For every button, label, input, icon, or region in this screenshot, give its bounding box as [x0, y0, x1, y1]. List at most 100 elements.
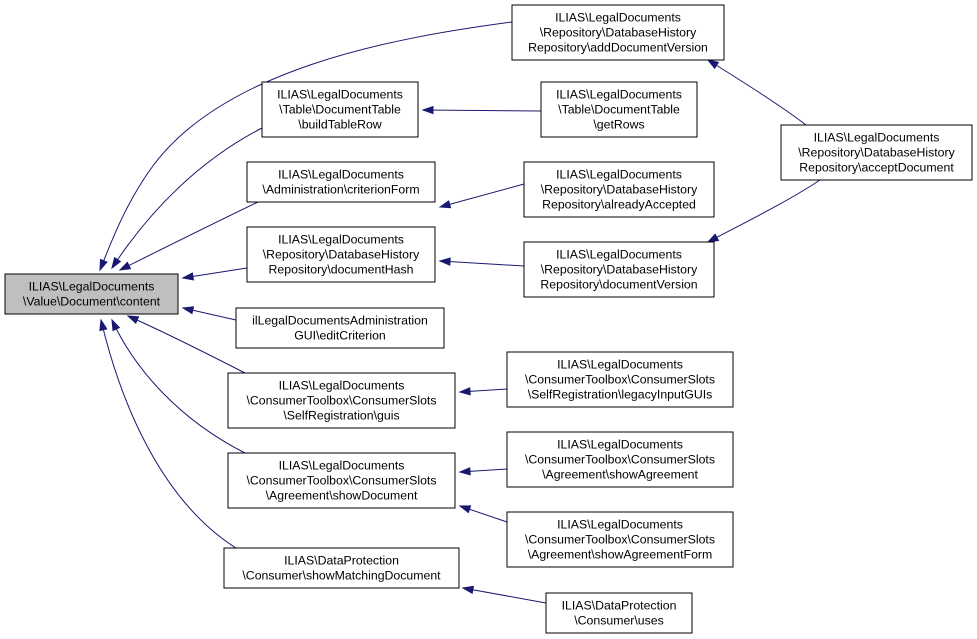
edges-layer: [99, 21, 821, 604]
node-label-line: Repository\documentVersion: [540, 278, 697, 292]
edge-criterionForm-to-content: [118, 201, 259, 271]
arrowhead-icon: [99, 318, 108, 332]
edge-acceptDocument-to-addDocumentVersion: [706, 59, 807, 126]
node-label-line: \Table\DocumentTable: [279, 103, 401, 117]
node-label-line: GUI\editCriterion: [294, 329, 386, 343]
node-criterionForm[interactable]: ILIAS\LegalDocuments\Administration\crit…: [246, 161, 436, 203]
node-content[interactable]: ILIAS\LegalDocuments\Value\Document\cont…: [4, 273, 179, 315]
node-label-line: \Consumer\uses: [574, 614, 664, 628]
edge-line: [111, 319, 246, 454]
node-addDocumentVersion[interactable]: ILIAS\LegalDocuments\Repository\Database…: [511, 4, 725, 61]
node-label-line: \Agreement\showAgreementForm: [528, 548, 713, 562]
node-box: [506, 431, 734, 488]
node-documentVersion[interactable]: ILIAS\LegalDocuments\Repository\Database…: [523, 241, 715, 298]
node-showDocument[interactable]: ILIAS\LegalDocuments\ConsumerToolbox\Con…: [227, 452, 456, 509]
node-box: [223, 547, 460, 589]
node-label-line: \ConsumerToolbox\ConsumerSlots: [525, 453, 715, 467]
arrowhead-icon: [111, 256, 122, 270]
node-label-line: Repository\documentHash: [269, 263, 414, 277]
edge-legacyInputGUIs-to-guis: [458, 387, 508, 396]
node-acceptDocument[interactable]: ILIAS\LegalDocuments\Repository\Database…: [780, 124, 973, 181]
node-label-line: Repository\acceptDocument: [799, 161, 954, 175]
node-label-line: \Repository\DatabaseHistory: [541, 183, 698, 197]
edge-showDocument-to-content: [111, 318, 246, 454]
node-label-line: ilLegalDocumentsAdministration: [252, 314, 428, 328]
node-guis[interactable]: ILIAS\LegalDocuments\ConsumerToolbox\Con…: [227, 372, 456, 429]
node-label-line: \buildTableRow: [298, 118, 382, 132]
node-editCriterion[interactable]: ilLegalDocumentsAdministrationGUI\editCr…: [235, 307, 445, 349]
edge-documentHash-to-content: [181, 267, 248, 281]
arrowhead-icon: [111, 318, 121, 332]
edge-editCriterion-to-content: [181, 306, 237, 321]
arrowhead-icon: [461, 585, 475, 595]
node-legacyInputGUIs[interactable]: ILIAS\LegalDocuments\ConsumerToolbox\Con…: [506, 351, 734, 408]
arrowhead-icon: [706, 233, 720, 243]
edge-line: [707, 179, 821, 243]
node-box: [246, 161, 436, 203]
node-box: [540, 81, 698, 138]
node-box: [235, 307, 445, 349]
node-label-line: \Agreement\showAgreement: [542, 468, 698, 482]
node-box: [227, 452, 456, 509]
arrowhead-icon: [458, 387, 471, 396]
node-box: [523, 241, 715, 298]
node-showMatchingDocument[interactable]: ILIAS\DataProtection\Consumer\showMatchi…: [223, 547, 460, 589]
arrowhead-icon: [458, 467, 471, 476]
node-label-line: Repository\alreadyAccepted: [542, 198, 696, 212]
node-label-line: \Table\DocumentTable: [558, 103, 680, 117]
node-getRows[interactable]: ILIAS\LegalDocuments\Table\DocumentTable…: [540, 81, 698, 138]
node-label-line: ILIAS\DataProtection: [562, 599, 677, 613]
node-label-line: \Repository\DatabaseHistory: [540, 26, 697, 40]
edge-line: [119, 201, 259, 271]
node-box: [780, 124, 973, 181]
edge-line: [462, 587, 547, 604]
node-label-line: \ConsumerToolbox\ConsumerSlots: [246, 394, 436, 408]
edge-line: [182, 267, 248, 279]
edge-line: [127, 315, 246, 374]
node-box: [4, 273, 179, 315]
node-label-line: ILIAS\LegalDocuments: [556, 168, 682, 182]
node-buildTableRow[interactable]: ILIAS\LegalDocuments\Table\DocumentTable…: [261, 81, 419, 138]
edge-line: [439, 260, 525, 267]
edge-documentVersion-to-documentHash: [438, 257, 525, 267]
arrowhead-icon: [438, 200, 452, 209]
node-box: [261, 81, 419, 138]
edge-addDocumentVersion-to-content: [99, 21, 513, 272]
node-alreadyAccepted[interactable]: ILIAS\LegalDocuments\Repository\Database…: [523, 161, 715, 218]
node-label-line: ILIAS\LegalDocuments: [277, 88, 403, 102]
node-label-line: ILIAS\LegalDocuments: [557, 518, 683, 532]
node-label-line: \SelfRegistration\legacyInputGUIs: [528, 388, 713, 402]
node-box: [506, 351, 734, 408]
edge-uses-to-showMatchingDocument: [461, 585, 547, 604]
arrowhead-icon: [99, 258, 108, 272]
node-box: [523, 161, 715, 218]
arrowhead-icon: [181, 306, 195, 315]
node-label-line: \Repository\DatabaseHistory: [263, 248, 420, 262]
node-label-line: \ConsumerToolbox\ConsumerSlots: [246, 474, 436, 488]
node-uses[interactable]: ILIAS\DataProtection\Consumer\uses: [545, 592, 693, 634]
edge-line: [100, 319, 237, 549]
node-label-line: \Repository\DatabaseHistory: [798, 146, 955, 160]
arrowhead-icon: [421, 105, 434, 115]
node-showAgreementForm[interactable]: ILIAS\LegalDocuments\ConsumerToolbox\Con…: [506, 511, 734, 568]
node-label-line: Repository\addDocumentVersion: [528, 41, 708, 55]
node-label-line: \ConsumerToolbox\ConsumerSlots: [525, 373, 715, 387]
edge-line: [439, 183, 525, 208]
node-label-line: ILIAS\LegalDocuments: [278, 168, 404, 182]
node-label-line: ILIAS\LegalDocuments: [556, 248, 682, 262]
node-box: [545, 592, 693, 634]
edge-showMatchingDocument-to-content: [99, 318, 237, 549]
edge-alreadyAccepted-to-documentHash: [438, 183, 525, 209]
edge-line: [99, 21, 513, 271]
node-label-line: \Repository\DatabaseHistory: [541, 263, 698, 277]
node-showAgreement[interactable]: ILIAS\LegalDocuments\ConsumerToolbox\Con…: [506, 431, 734, 488]
node-label-line: ILIAS\LegalDocuments: [279, 459, 405, 473]
node-box: [227, 372, 456, 429]
arrowhead-icon: [458, 505, 472, 514]
arrowhead-icon: [118, 261, 132, 271]
edge-line: [422, 109, 542, 112]
node-label-line: ILIAS\LegalDocuments: [814, 131, 940, 145]
node-label-line: \Value\Document\content: [23, 295, 161, 309]
node-documentHash[interactable]: ILIAS\LegalDocuments\Repository\Database…: [246, 226, 436, 283]
arrowhead-icon: [126, 315, 140, 325]
